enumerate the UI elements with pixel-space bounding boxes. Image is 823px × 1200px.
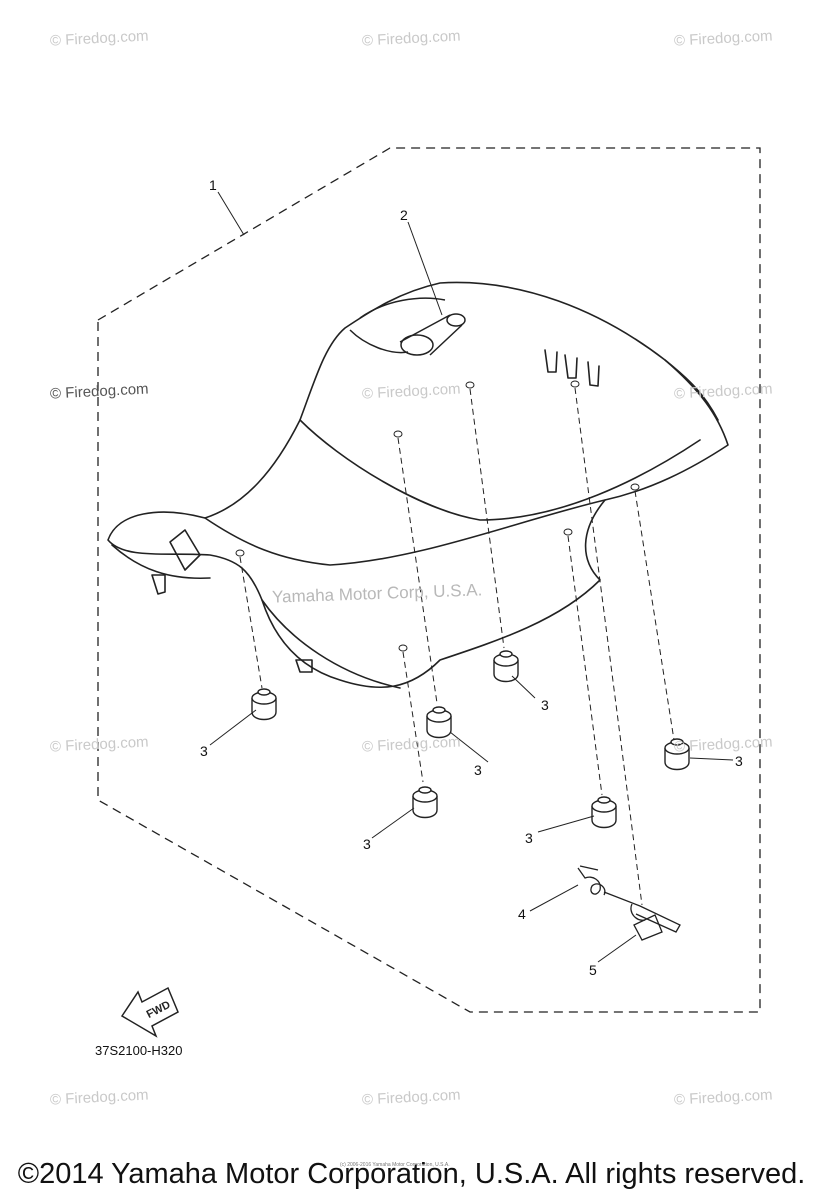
spring-and-hook xyxy=(577,865,681,941)
assembly-boundary xyxy=(97,147,761,1013)
seat-strap xyxy=(349,297,466,356)
damper xyxy=(412,786,438,819)
seat xyxy=(107,281,729,689)
callout-3: 3 xyxy=(363,836,371,852)
callout-5: 5 xyxy=(589,962,597,978)
fine-print: (c) 2006-2016 Yamaha Motor Corporation, … xyxy=(340,1162,450,1168)
dampers xyxy=(251,650,690,829)
alignment-lines xyxy=(239,387,675,906)
damper xyxy=(251,688,277,721)
damper xyxy=(426,706,452,739)
callout-3: 3 xyxy=(474,762,482,778)
damper xyxy=(664,738,690,771)
damper xyxy=(493,650,519,683)
callout-3: 3 xyxy=(541,697,549,713)
leader-lines xyxy=(209,191,734,963)
callout-2: 2 xyxy=(400,207,408,223)
callout-3: 3 xyxy=(735,753,743,769)
part-number: 37S2100-H320 xyxy=(95,1043,183,1058)
callout-3: 3 xyxy=(525,830,533,846)
callout-1: 1 xyxy=(209,177,217,193)
callout-3: 3 xyxy=(200,743,208,759)
callout-4: 4 xyxy=(518,906,526,922)
fwd-arrow: FWD xyxy=(120,986,179,1038)
damper xyxy=(591,796,617,829)
mount-dots xyxy=(235,380,640,652)
copyright-footer: ©2014 Yamaha Motor Corporation, U.S.A. A… xyxy=(17,1158,806,1190)
